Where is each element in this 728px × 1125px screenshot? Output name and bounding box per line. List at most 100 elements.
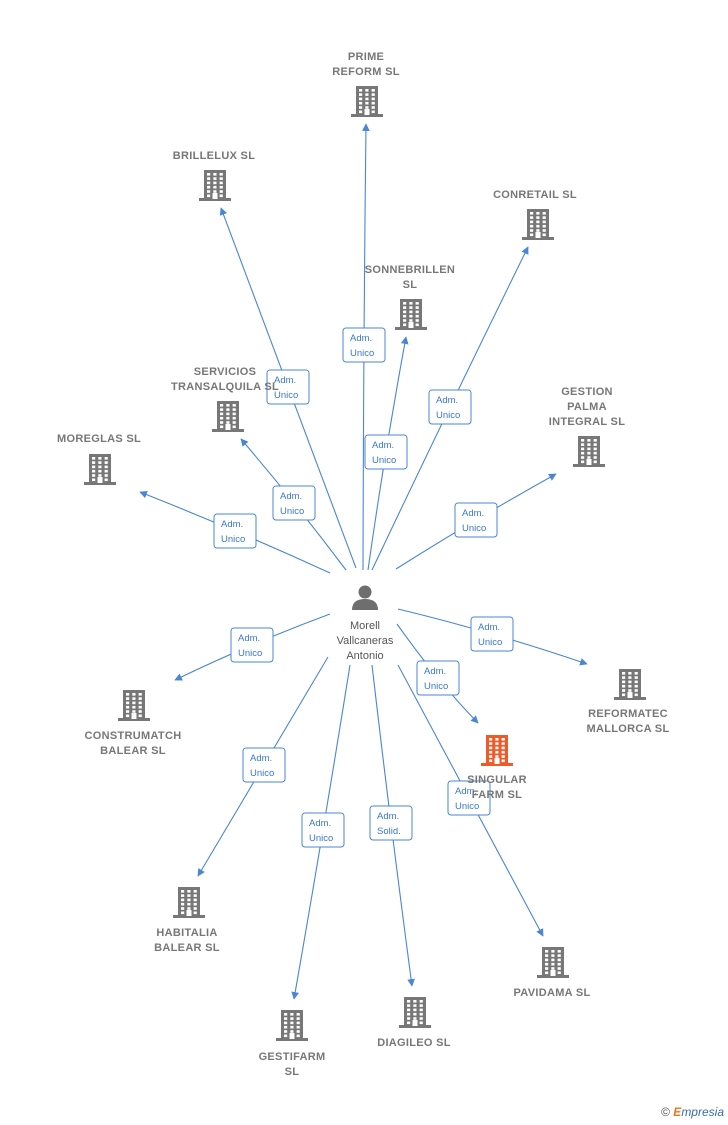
company-label: DIAGILEO SL (377, 1037, 451, 1049)
building-icon (395, 299, 427, 330)
company-label: CONSTRUMATCH (85, 730, 182, 742)
role-badge-habitalia[interactable]: Adm.Unico (242, 747, 286, 783)
role-badge-text: Unico (455, 801, 479, 812)
brand-logo-rest: mpresia (681, 1105, 724, 1119)
building-icon (481, 735, 513, 766)
building-icon (537, 947, 569, 978)
building-icon (118, 690, 150, 721)
company-label: GESTIFARM (259, 1051, 326, 1063)
person-name: Antonio (346, 650, 383, 662)
role-badge-box (364, 434, 408, 470)
building-icon (614, 669, 646, 700)
building-icon (173, 887, 205, 918)
company-label: INTEGRAL SL (549, 416, 625, 428)
company-node-conretail[interactable]: CONRETAIL SL (493, 189, 577, 240)
role-badge-text: Unico (436, 410, 460, 421)
company-label: PRIME (348, 51, 384, 63)
role-badge-text: Adm. (250, 753, 272, 764)
building-icon (399, 997, 431, 1028)
company-label: BALEAR SL (100, 745, 166, 757)
company-label: TRANSALQUILA SL (171, 381, 279, 393)
role-badge-text: Adm. (462, 508, 484, 519)
role-badge-text: Adm. (350, 333, 372, 344)
role-badge-prime-reform[interactable]: Adm. Unico (342, 327, 386, 363)
role-badge-text: Adm. (436, 395, 458, 406)
role-badge-text: Adm. (280, 491, 302, 502)
building-icon (573, 436, 605, 467)
role-badge-diagileo[interactable]: Adm. Solid. (369, 805, 413, 841)
role-badge-construmatch[interactable]: Adm.Unico (230, 627, 274, 663)
role-badge-reformatec[interactable]: Adm.Unico (470, 616, 514, 652)
company-label: SL (403, 279, 418, 291)
building-icon (199, 170, 231, 201)
role-badge-conretail[interactable]: Adm. Unico (428, 389, 472, 425)
role-badge-text: Adm. (372, 440, 394, 451)
company-node-construmatch[interactable]: CONSTRUMATCH BALEAR SL (85, 690, 182, 757)
edges-layer (139, 123, 588, 1000)
company-label: CONRETAIL SL (493, 189, 577, 201)
role-badge-text: Adm. (478, 622, 500, 633)
company-node-gestifarm[interactable]: GESTIFARM SL (259, 1010, 326, 1078)
company-node-servicios-transalquila[interactable]: SERVICIOS TRANSALQUILA SL (171, 366, 279, 432)
company-node-brillelux[interactable]: BRILLELUX SL (173, 150, 255, 201)
role-badge-text: Unico (309, 833, 333, 844)
role-badge-text: Adm. (274, 375, 296, 386)
role-badge-box (428, 389, 472, 425)
company-label: SERVICIOS (194, 366, 256, 378)
company-node-moreglas[interactable]: MOREGLAS SL (57, 433, 141, 485)
person-icon (352, 585, 378, 610)
building-icon (212, 401, 244, 432)
company-label: SONNEBRILLEN (365, 264, 455, 276)
person-name: Vallcaneras (337, 635, 394, 647)
role-badge-text: Adm. (377, 811, 399, 822)
company-label: SL (285, 1066, 300, 1078)
role-badge-box (242, 747, 286, 783)
copyright-symbol: © (661, 1105, 670, 1119)
company-node-diagileo[interactable]: DIAGILEO SL (377, 997, 451, 1049)
role-badge-text: Adm. (238, 633, 260, 644)
company-node-sonnebrillen[interactable]: SONNEBRILLEN SL (365, 264, 455, 330)
role-badge-text: Adm. (309, 818, 331, 829)
role-badge-box (266, 369, 310, 405)
role-badge-text: Solid. (377, 826, 401, 837)
role-badge-box (447, 780, 491, 816)
role-badge-text: Unico (274, 390, 298, 401)
role-badge-text: Unico (221, 534, 245, 545)
role-badge-text: Unico (280, 506, 304, 517)
role-badge-text: Unico (350, 348, 374, 359)
role-badge-box (470, 616, 514, 652)
role-badge-sonnebrillen[interactable]: Adm.Unico (364, 434, 408, 470)
role-badge-box (416, 660, 460, 696)
brand-logo-first: E (673, 1105, 682, 1119)
company-label: PAVIDAMA SL (513, 987, 590, 999)
company-label: HABITALIA (156, 927, 217, 939)
role-badge-gestion-palma[interactable]: Adm. Unico (454, 502, 498, 538)
role-badge-text: Unico (462, 523, 486, 534)
company-label: SINGULAR (467, 774, 527, 786)
building-icon (276, 1010, 308, 1041)
role-badge-text: Unico (424, 681, 448, 692)
footer-brand: © Empresia (661, 1105, 724, 1119)
role-badge-pavidama[interactable]: Adm. Unico (447, 780, 491, 816)
company-node-pavidama[interactable]: PAVIDAMA SL (513, 947, 590, 999)
role-badge-box (454, 502, 498, 538)
role-badge-text: Adm. (455, 786, 477, 797)
company-label: PALMA (567, 401, 607, 413)
role-badge-servicios-transalquila[interactable]: Adm. Unico (272, 485, 316, 521)
role-badge-box (272, 485, 316, 521)
building-icon (84, 454, 116, 485)
role-badge-singular-farm[interactable]: Adm.Unico (416, 660, 460, 696)
role-badge-moreglas[interactable]: Adm.Unico (213, 513, 257, 549)
role-badge-brillelux[interactable]: Adm. Unico (266, 369, 310, 405)
role-badge-box (301, 812, 345, 848)
company-label: MOREGLAS SL (57, 433, 141, 445)
role-badge-gestifarm[interactable]: Adm. Unico (301, 812, 345, 848)
